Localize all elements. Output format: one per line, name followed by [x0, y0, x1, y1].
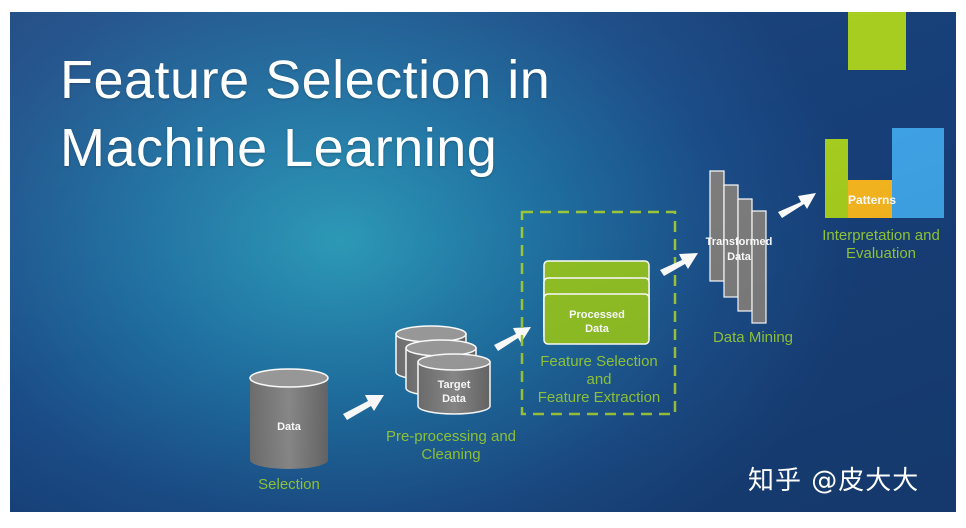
patterns-bars: Patterns: [825, 128, 944, 218]
caption-interpretation: Interpretation and Evaluation: [822, 227, 940, 262]
data-label: Data: [277, 421, 302, 433]
watermark-text: 知乎 @皮大大: [748, 466, 920, 496]
flow-arrow-3: [660, 253, 698, 276]
flow-arrow-2: [494, 327, 531, 351]
patterns-label: Patterns: [848, 193, 896, 207]
transformed-data-label-1: Transformed: [706, 236, 773, 248]
target-data-label-2: Data: [442, 393, 467, 405]
processed-data-stack: Processed Data: [543, 260, 650, 345]
caption-data-mining: Data Mining: [712, 329, 794, 346]
accent-green-block: [848, 12, 906, 70]
data-cylinder: Data: [249, 368, 329, 469]
processed-data-label-1: Processed: [569, 309, 625, 321]
flow-arrow-1: [343, 395, 384, 420]
slide-title: Feature Selection in Machine Learning: [60, 46, 550, 182]
process-diagram: Data Target Data Processed Data: [249, 128, 944, 469]
caption-feature-selection: Feature Selection and Feature Extraction: [537, 353, 661, 406]
target-data-label-1: Target: [438, 379, 471, 391]
title-line-2: Machine Learning: [60, 118, 498, 178]
feature-selection-dashed-box: [520, 210, 677, 416]
caption-selection: Selection: [258, 476, 320, 493]
slide-canvas: Feature Selection in Machine Learning Da…: [10, 12, 956, 512]
title-line-1: Feature Selection in: [60, 50, 551, 110]
transformed-data-label-2: Data: [727, 251, 752, 263]
target-data-cylinders: Target Data: [395, 325, 491, 415]
caption-preprocessing: Pre-processing and Cleaning: [385, 428, 517, 463]
flow-arrow-4: [778, 193, 816, 218]
transformed-data-columns: Transformed Data: [706, 170, 773, 324]
processed-data-label-2: Data: [585, 323, 610, 335]
